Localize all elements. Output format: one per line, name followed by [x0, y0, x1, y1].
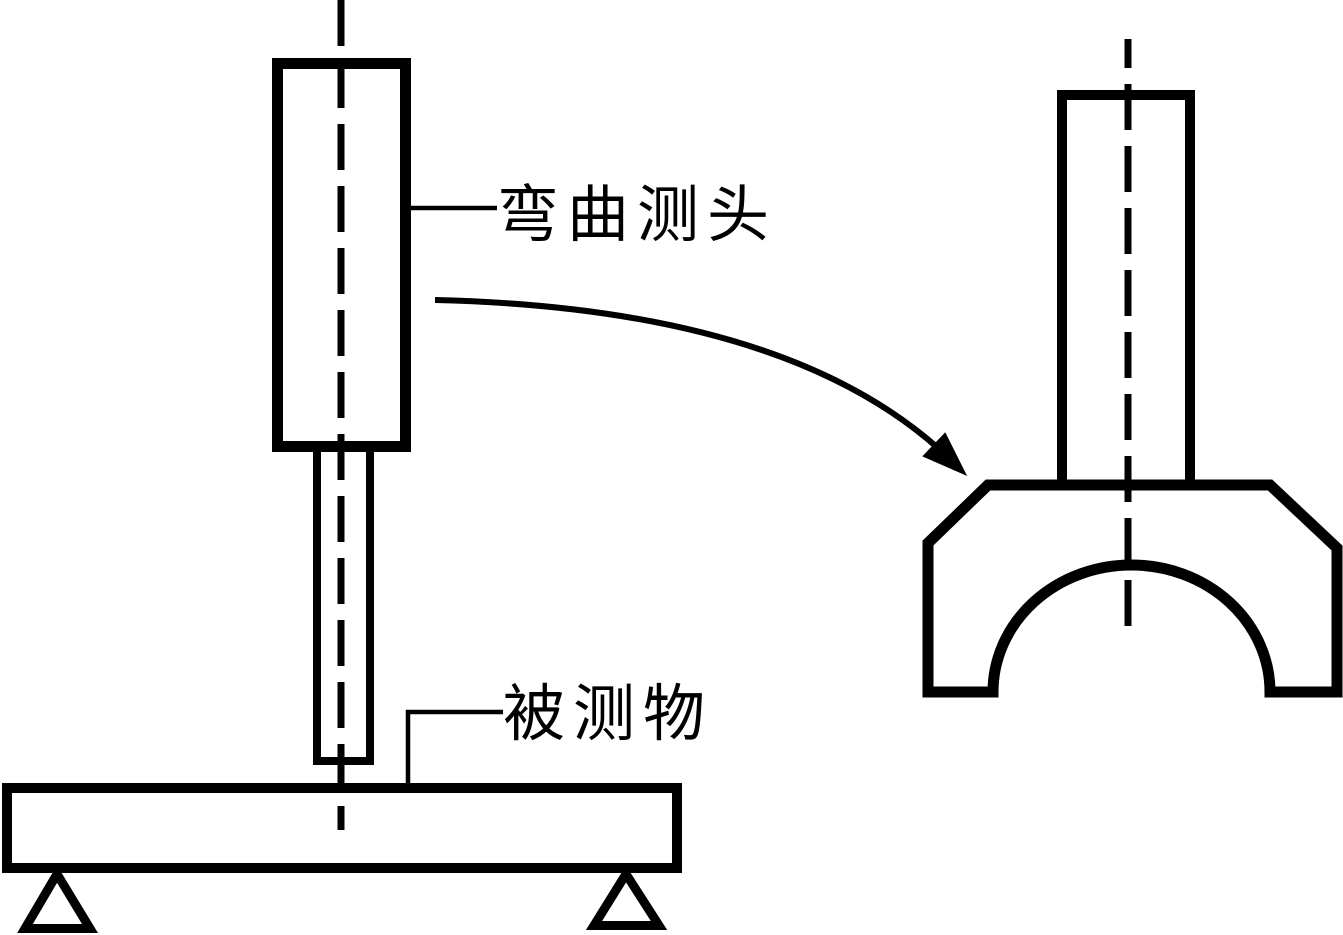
support-triangle-right: [585, 865, 668, 930]
specimen-label-leader: [405, 709, 503, 783]
specimen-label: 被测物: [503, 677, 713, 750]
detail-view: [922, 39, 1343, 698]
detail-arrow-curve: [434, 297, 940, 451]
detail-arrow-head-icon: [922, 432, 968, 477]
side-view: 弯曲测头 被测物: [2, 0, 777, 933]
detail-arrow: [434, 297, 968, 477]
support-triangle-left: [17, 865, 98, 933]
detail-tip-block: [922, 479, 1343, 698]
probe-label: 弯曲测头: [497, 178, 777, 251]
